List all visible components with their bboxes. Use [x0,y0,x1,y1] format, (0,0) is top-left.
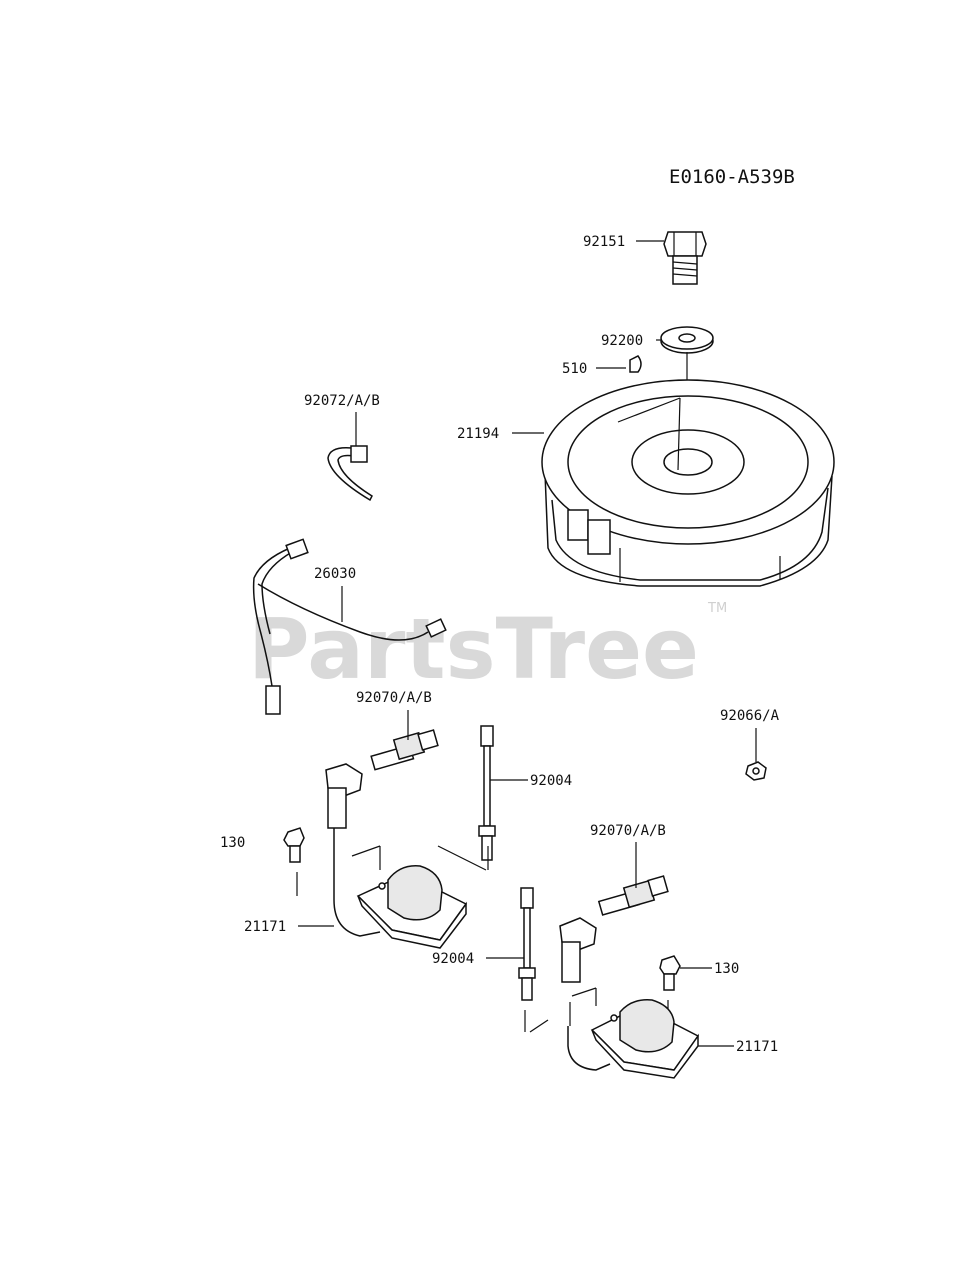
leader-dash-21171-right-a [571,987,597,997]
spark-plug-92070-lower[interactable] [597,875,669,916]
label-92066[interactable]: 92066/A [720,708,780,724]
label-21171-left[interactable]: 21171 [244,919,286,935]
label-92070-upper[interactable]: 92070/A/B [356,690,432,706]
stud-92004-lower[interactable] [518,887,536,1001]
label-510[interactable]: 510 [562,361,587,377]
bolt-130-left[interactable] [283,827,305,863]
label-130-right[interactable]: 130 [714,961,739,977]
clamp-92072[interactable] [327,445,373,502]
label-92070-lower[interactable]: 92070/A/B [590,823,666,839]
label-92151[interactable]: 92151 [583,234,625,250]
leader-dash-21171-left-a [351,845,381,857]
label-21171-right[interactable]: 21171 [736,1039,778,1055]
spark-plug-92070-upper[interactable] [370,729,439,771]
leader-dash-92004-a [437,845,487,871]
wire-lead-26030[interactable] [252,538,447,715]
label-92200[interactable]: 92200 [601,333,643,349]
label-130-left[interactable]: 130 [220,835,245,851]
label-92072[interactable]: 92072/A/B [304,393,380,409]
bolt-92151[interactable] [663,231,707,285]
bolt-130-right[interactable] [659,955,681,991]
label-21194[interactable]: 21194 [457,426,499,442]
nut-92066[interactable] [745,761,767,781]
watermark-trademark: TM [707,601,727,616]
ignition-coil-21171-left[interactable] [325,763,468,949]
label-92004-upper[interactable]: 92004 [530,773,572,789]
label-92004-lower[interactable]: 92004 [432,951,474,967]
ignition-coil-21171-right[interactable] [559,917,700,1079]
reference-code: E0160-A539B [669,166,795,188]
leader-dash-92004-lower-b [529,1019,549,1033]
flywheel-21194[interactable] [541,379,835,587]
key-510[interactable] [629,355,642,373]
watermark-text: PartsTree [248,600,699,698]
stud-92004-upper[interactable] [478,725,496,861]
washer-92200[interactable] [660,326,714,354]
label-26030[interactable]: 26030 [314,566,356,582]
